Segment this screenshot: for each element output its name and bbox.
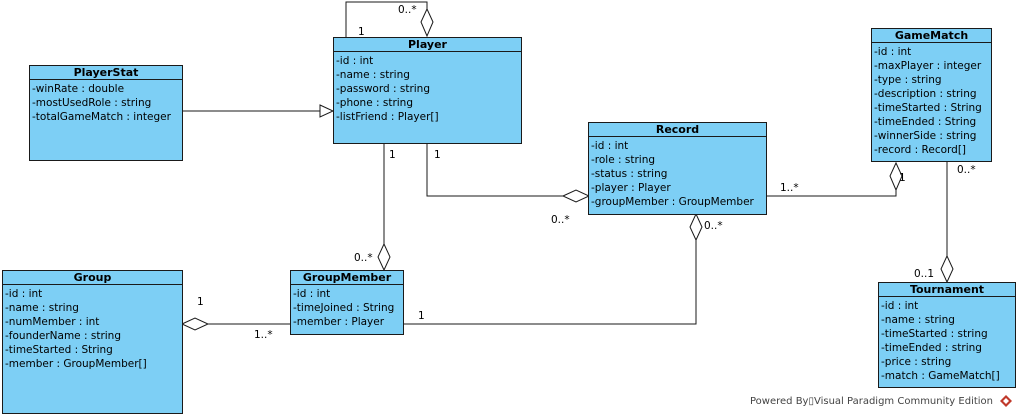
attribute: -description : string	[874, 88, 977, 100]
class-record[interactable]: Record -id : int -role : string -status …	[588, 122, 767, 215]
class-name: Group	[3, 271, 182, 285]
multiplicity-label: 0..*	[398, 4, 417, 16]
attribute: -member : GroupMember[]	[5, 358, 147, 370]
attribute-list: -id : int -maxPlayer : integer -type : s…	[872, 43, 991, 157]
attribute-list: -id : int -name : string -password : str…	[334, 52, 521, 124]
attribute: -id : int	[591, 140, 629, 152]
multiplicity-label: 1	[418, 310, 425, 322]
attribute: -groupMember : GroupMember	[591, 196, 754, 208]
class-player[interactable]: Player -id : int -name : string -passwor…	[333, 37, 522, 144]
class-name: Player	[334, 38, 521, 52]
attribute: -founderName : string	[5, 330, 121, 342]
attribute: -phone : string	[336, 97, 414, 109]
attribute: -timeStarted : string	[881, 328, 988, 340]
attribute: -id : int	[874, 46, 912, 58]
attribute: -role : string	[591, 154, 656, 166]
attribute: -timeEnded : String	[874, 116, 977, 128]
class-tournament[interactable]: Tournament -id : int -name : string -tim…	[878, 282, 1016, 388]
attribute: -id : int	[293, 288, 331, 300]
attribute: -listFriend : Player[]	[336, 111, 439, 123]
generalization-triangle	[319, 104, 335, 118]
footer-watermark: Powered By▯Visual Paradigm Community Edi…	[750, 396, 994, 407]
player-record-line	[426, 144, 563, 197]
tournament-aggregation-diamond	[940, 254, 954, 284]
class-groupmember[interactable]: GroupMember -id : int -timeJoined : Stri…	[290, 270, 404, 335]
class-name: Record	[589, 123, 766, 137]
attribute: -winnerSide : string	[874, 130, 977, 142]
attribute: -name : string	[881, 314, 955, 326]
attribute: -player : Player	[591, 182, 671, 194]
multiplicity-label: 1	[197, 296, 204, 308]
attribute: -name : string	[336, 69, 410, 81]
attribute-list: -id : int -role : string -status : strin…	[589, 137, 766, 209]
player-self-aggregation-diamond	[420, 7, 434, 38]
attribute: -price : string	[881, 356, 952, 368]
attribute-list: -id : int -timeJoined : String -member :…	[291, 285, 403, 329]
gamematch-aggregation-diamond	[889, 161, 903, 192]
attribute: -timeEnded : string	[881, 342, 982, 354]
attribute: -numMember : int	[5, 316, 100, 328]
multiplicity-label: 1..*	[780, 182, 799, 194]
class-name: PlayerStat	[30, 66, 182, 80]
attribute: -type : string	[874, 74, 942, 86]
attribute: -id : int	[336, 55, 374, 67]
multiplicity-label: 0..*	[704, 220, 723, 232]
player-self-association	[345, 1, 428, 37]
multiplicity-label: 1..*	[254, 329, 273, 341]
attribute: -mostUsedRole : string	[32, 97, 152, 109]
groupmember-aggregation-diamond	[377, 242, 391, 272]
class-name: Tournament	[879, 283, 1015, 297]
record-player-aggregation-diamond	[561, 189, 591, 203]
group-aggregation-diamond	[180, 317, 210, 331]
attribute: -timeStarted : String	[874, 102, 982, 114]
attribute: -id : int	[881, 300, 919, 312]
attribute: -name : string	[5, 302, 79, 314]
record-groupmember-line	[403, 240, 697, 325]
attribute: -member : Player	[293, 316, 385, 328]
class-name: GroupMember	[291, 271, 403, 285]
visual-paradigm-logo-icon	[1000, 395, 1012, 407]
attribute: -match : GameMatch[]	[881, 370, 1000, 382]
class-group[interactable]: Group -id : int -name : string -numMembe…	[2, 270, 183, 414]
multiplicity-label: 1	[434, 149, 441, 161]
multiplicity-label: 0..*	[957, 164, 976, 176]
attribute: -totalGameMatch : integer	[32, 111, 171, 123]
multiplicity-label: 0..*	[551, 214, 570, 226]
attribute: -record : Record[]	[874, 144, 967, 156]
class-gamematch[interactable]: GameMatch -id : int -maxPlayer : integer…	[871, 28, 992, 162]
attribute: -status : string	[591, 168, 668, 180]
attribute: -timeJoined : String	[293, 302, 395, 314]
attribute: -password : string	[336, 83, 430, 95]
attribute-list: -winRate : double -mostUsedRole : string…	[30, 80, 182, 124]
class-name: GameMatch	[872, 29, 991, 43]
multiplicity-label: 1	[899, 172, 906, 184]
attribute: -maxPlayer : integer	[874, 60, 982, 72]
attribute: -winRate : double	[32, 83, 125, 95]
attribute: -timeStarted : String	[5, 344, 113, 356]
attribute-list: -id : int -name : string -numMember : in…	[3, 285, 182, 371]
multiplicity-label: 1	[358, 26, 365, 38]
record-gamematch-line	[766, 190, 897, 197]
multiplicity-label: 1	[389, 149, 396, 161]
attribute: -id : int	[5, 288, 43, 300]
record-gm-aggregation-diamond	[689, 212, 703, 242]
class-playerstat[interactable]: PlayerStat -winRate : double -mostUsedRo…	[29, 65, 183, 161]
attribute-list: -id : int -name : string -timeStarted : …	[879, 297, 1015, 383]
multiplicity-label: 0..*	[354, 252, 373, 264]
multiplicity-label: 0..1	[914, 268, 935, 280]
